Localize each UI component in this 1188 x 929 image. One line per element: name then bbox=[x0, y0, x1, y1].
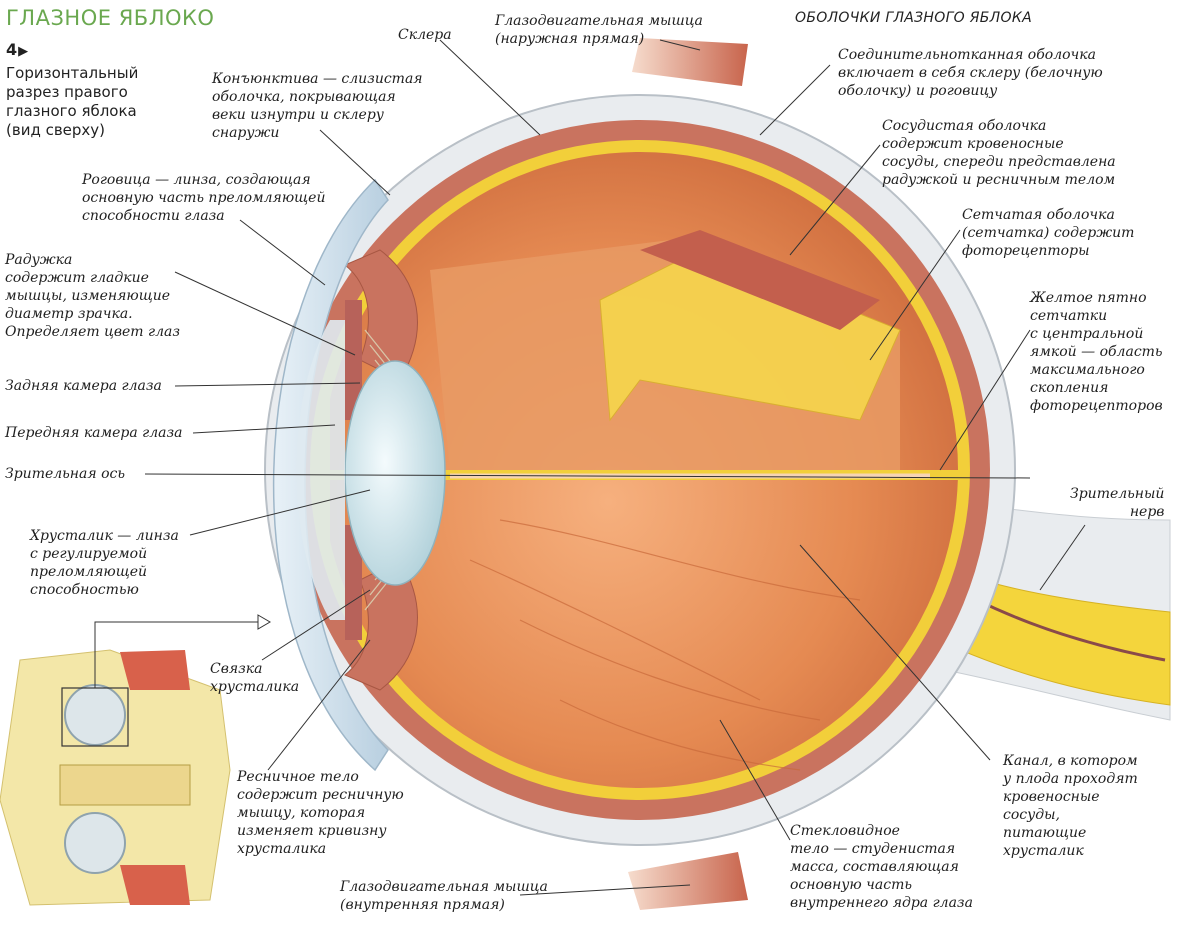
anterior-chamber bbox=[296, 320, 345, 620]
figure-marker-icon: ▶ bbox=[18, 44, 29, 59]
label-sclera: Склера bbox=[398, 27, 452, 43]
lateral-rectus-muscle bbox=[632, 38, 748, 86]
label-cornea: Роговица — линза, создающая основную час… bbox=[82, 172, 326, 224]
label-posterior-chamber: Задняя камера глаза bbox=[5, 378, 162, 394]
label-vitreous: Стекловидное тело — студенистая масса, с… bbox=[790, 823, 973, 911]
label-zonule: Связка хрусталика bbox=[210, 661, 300, 695]
label-macula: Желтое пятно сетчатки с центральной ямко… bbox=[1030, 290, 1163, 414]
lens bbox=[344, 360, 446, 586]
diagram-subtitle: Горизонтальный разрез правого глазного я… bbox=[6, 64, 139, 139]
label-optic-nerve: Зрительный нерв bbox=[1070, 486, 1165, 520]
figure-number-value: 4 bbox=[6, 40, 18, 59]
inset-right-eye bbox=[64, 812, 126, 874]
label-muscle-lateral: Глазодвигательная мышца (наружная прямая… bbox=[495, 13, 703, 47]
inset-head-schematic bbox=[0, 614, 271, 906]
cutaway-choroid-flap bbox=[640, 230, 880, 330]
label-muscle-medial: Глазодвигательная мышца (внутренняя прям… bbox=[340, 879, 548, 913]
iris-top bbox=[345, 300, 362, 420]
diagram-title: ГЛАЗНОЕ ЯБЛОКО bbox=[6, 6, 215, 30]
label-choroid: Сосудистая оболочка содержит кровеносные… bbox=[882, 118, 1116, 188]
label-iris: Радужка содержит гладкие мышцы, изменяющ… bbox=[5, 252, 180, 340]
inset-pointer bbox=[94, 621, 258, 688]
visual-axis-line bbox=[144, 473, 1031, 479]
label-anterior-chamber: Передняя камера глаза bbox=[5, 425, 183, 441]
vitreous-body-bottom bbox=[330, 480, 958, 788]
figure-number: 4▶ bbox=[6, 40, 28, 59]
label-lens: Хрусталик — линза с регулируемой преломл… bbox=[30, 528, 179, 598]
inset-left-eye bbox=[64, 684, 126, 746]
leader-lines bbox=[174, 39, 1086, 896]
label-conjunctiva: Конъюнктива — слизистая оболочка, покрыв… bbox=[212, 71, 423, 141]
label-visual-axis: Зрительная ось bbox=[5, 466, 125, 482]
label-canal: Канал, в котором у плода проходят кровен… bbox=[1003, 753, 1138, 859]
section-heading: ОБОЛОЧКИ ГЛАЗНОГО ЯБЛОКА bbox=[795, 10, 1032, 26]
label-fibrous-tunic: Соединительнотканная оболочка включает в… bbox=[838, 47, 1103, 99]
vitreous-vessels bbox=[469, 519, 861, 771]
medial-rectus-muscle bbox=[628, 852, 748, 910]
label-ciliary-body: Ресничное тело содержит ресничную мышцу,… bbox=[237, 769, 404, 857]
iris-bottom bbox=[345, 525, 362, 640]
label-retina: Сетчатая оболочка (сетчатка) содержит фо… bbox=[962, 207, 1135, 259]
